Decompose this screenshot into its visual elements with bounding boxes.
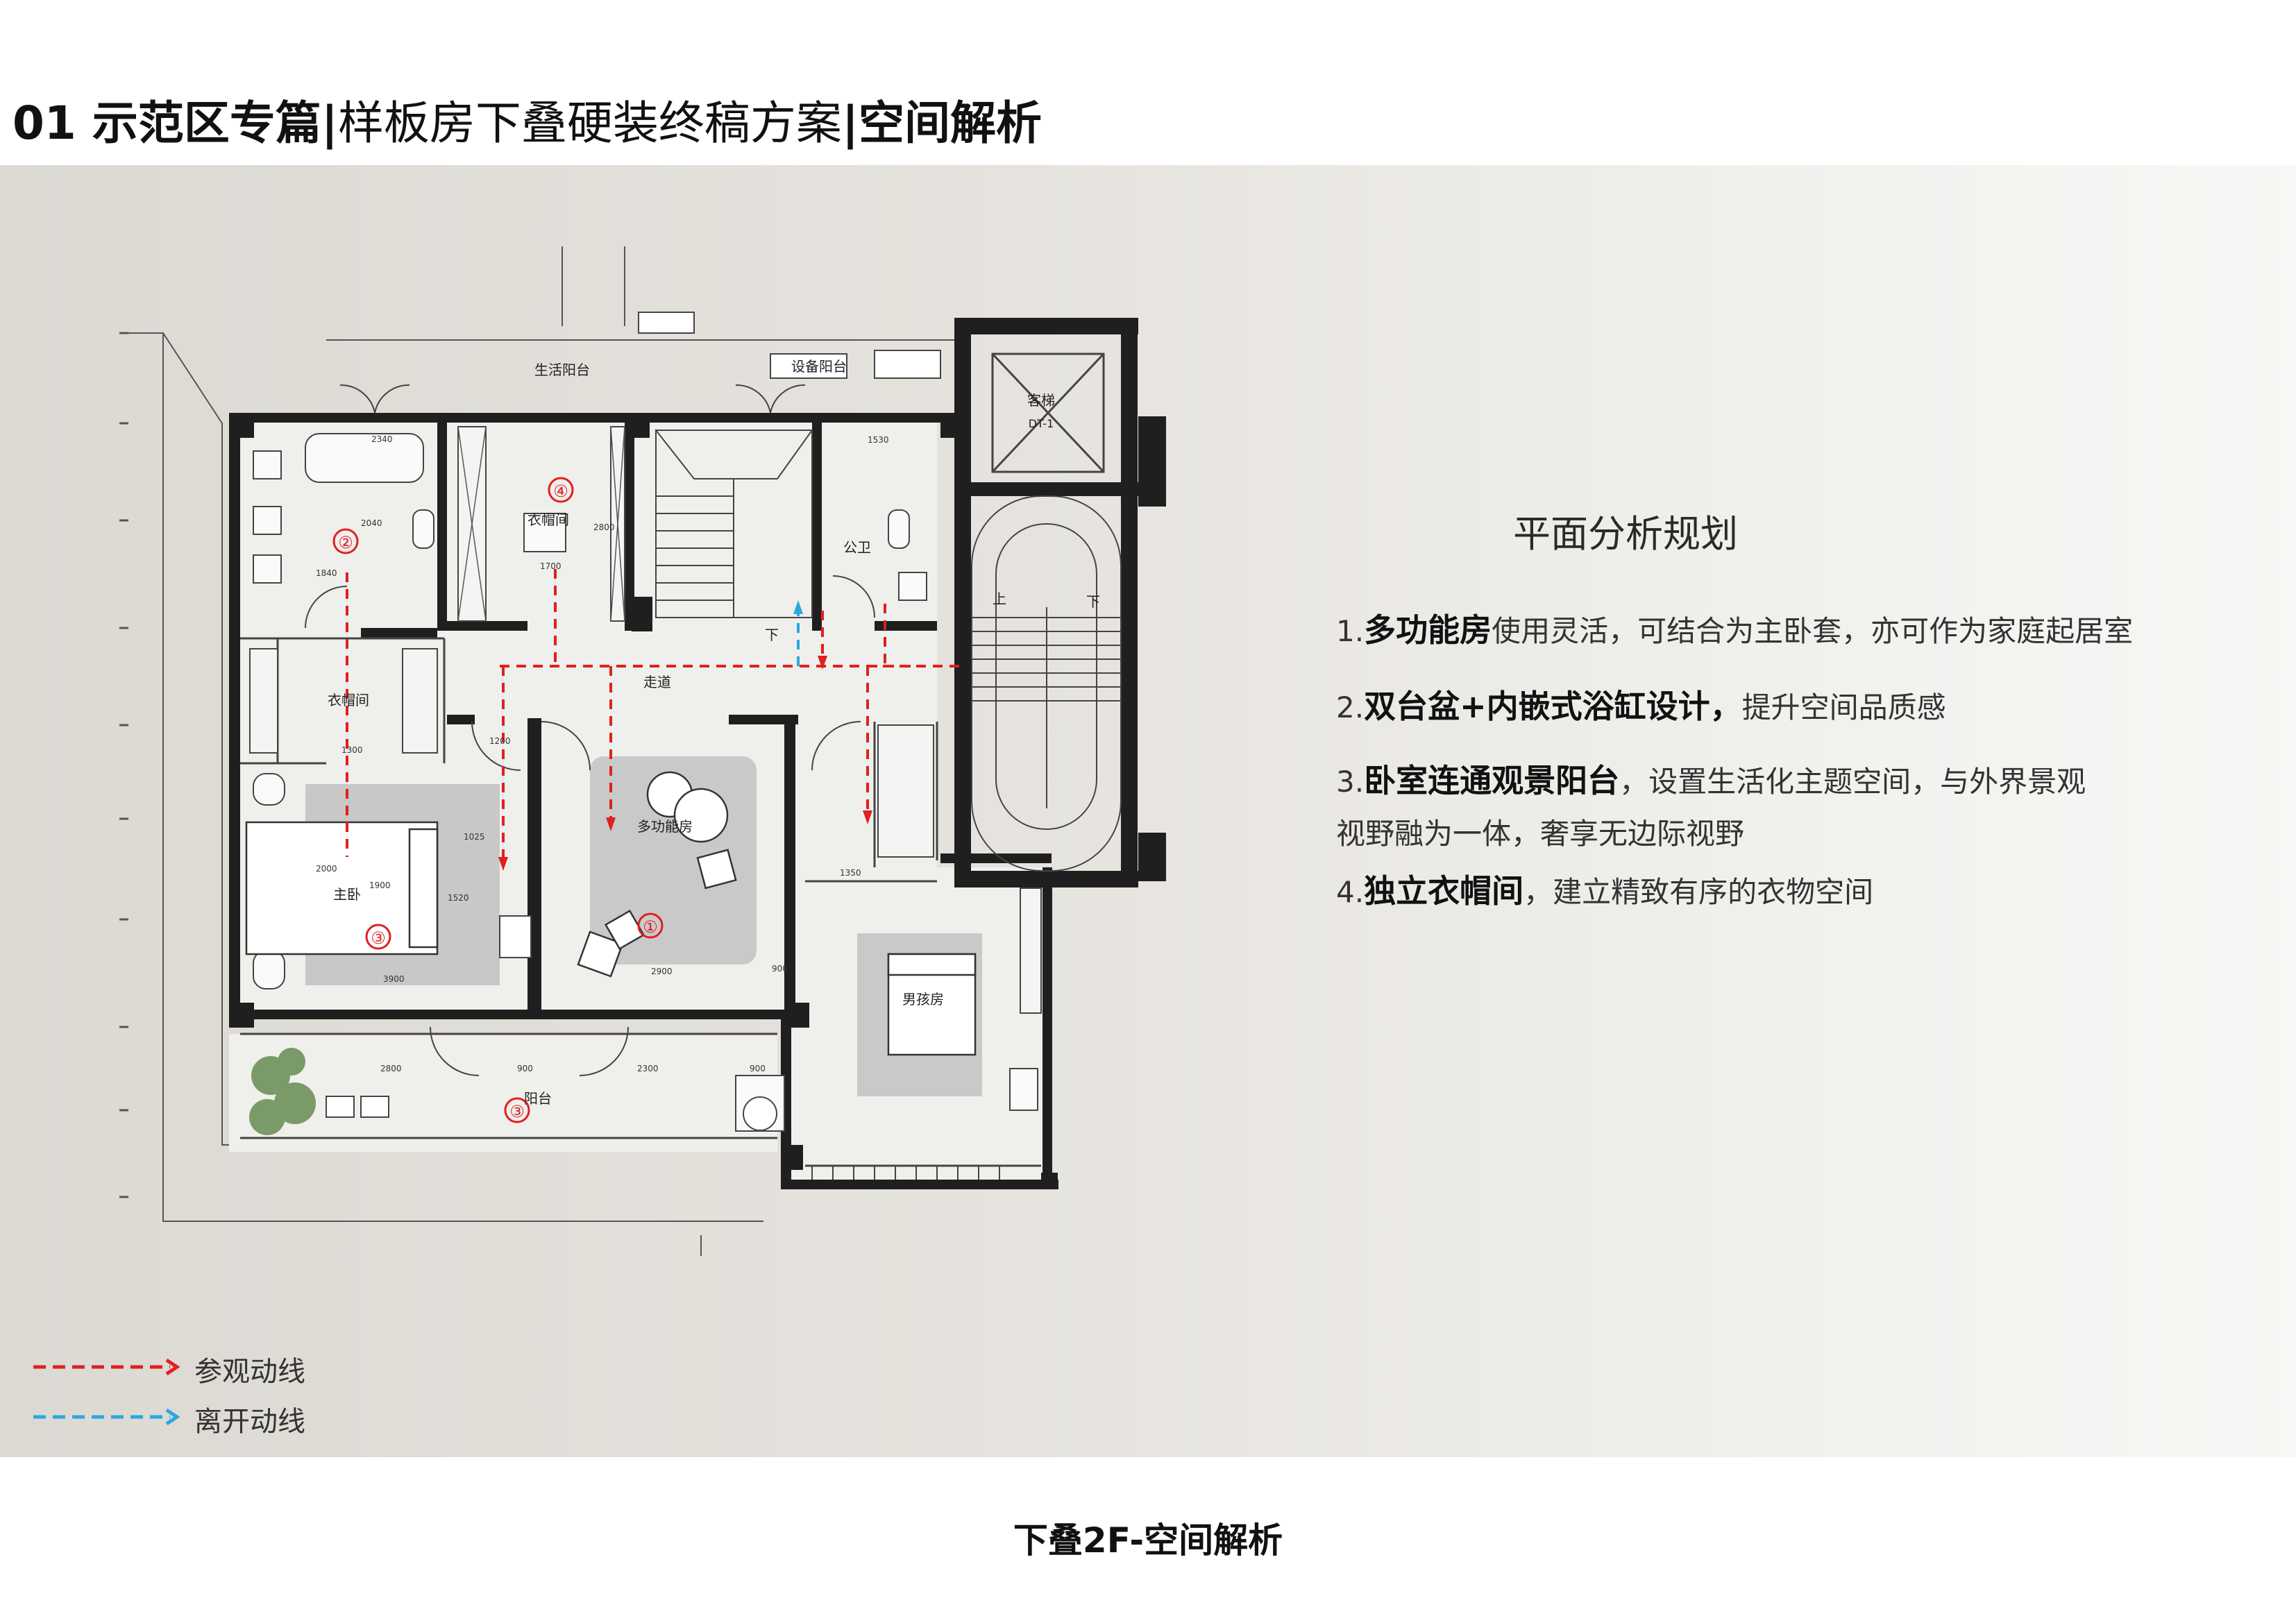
analysis-point: 2.双台盆+内嵌式浴缸设计，提升空间品质感	[1336, 686, 1946, 729]
dimension: 900	[750, 1064, 766, 1073]
dimension: 3900	[383, 974, 405, 984]
label-corridor: 走道	[643, 674, 671, 690]
dimension: 1520	[448, 893, 469, 903]
point-text: ，设置生活化主题空间，与外界景观	[1619, 765, 2086, 799]
label-public-wc: 公卫	[843, 539, 871, 556]
dimension: 2800	[380, 1064, 402, 1073]
marker-1: ①	[643, 917, 658, 937]
dimension: 1900	[369, 881, 391, 890]
page-title: 01 示范区专篇|样板房下叠硬装终稿方案|空间解析	[12, 89, 1042, 158]
marker-4: ④	[553, 482, 568, 501]
point-text: 视野融为一体，奢享无边际视野	[1336, 817, 1745, 851]
marker-3a: ③	[371, 928, 386, 948]
point-highlight: 独立衣帽间	[1364, 872, 1524, 910]
point-highlight: 双台盆+内嵌式浴缸设计，	[1364, 688, 1742, 725]
dimension: 2900	[651, 967, 673, 976]
label-cloakroom-top: 衣帽间	[527, 511, 569, 528]
dimension: 2300	[637, 1064, 659, 1073]
label-equipment-balcony: 设备阳台	[791, 358, 847, 375]
legend-tour-label: 参观动线	[194, 1356, 305, 1388]
label-stair-down: 下	[1086, 593, 1100, 610]
dimension: 1530	[868, 435, 889, 445]
title-section: 01 示范区专篇|	[12, 96, 338, 150]
analysis-point: 视野融为一体，奢享无边际视野	[1336, 813, 1744, 855]
point-number: 1.	[1336, 614, 1365, 648]
tour-arrow-icon	[33, 1358, 180, 1376]
marker-2: ②	[338, 533, 353, 552]
point-highlight: 卧室连通观景阳台	[1364, 762, 1620, 799]
dimension: 2340	[371, 434, 393, 444]
dimension: 1350	[840, 868, 861, 878]
dimension: 1200	[489, 736, 511, 746]
point-highlight: 多功能房	[1364, 611, 1492, 649]
analysis-point: 1.多功能房使用灵活，可结合为主卧套，亦可作为家庭起居室	[1336, 609, 2133, 652]
point-number: 3.	[1336, 765, 1365, 799]
floor-plan: ② ④ ③ ① ③ 生活阳台 设备阳台 客梯 DT-1 衣帽间 公卫 主卫 走道…	[119, 246, 1166, 1256]
legend-exit-label: 离开动线	[194, 1406, 305, 1438]
label-balcony: 阳台	[524, 1090, 552, 1107]
analysis-heading: 平面分析规划	[1513, 512, 1738, 556]
label-stair-up: 上	[993, 590, 1006, 607]
label-boy-room: 男孩房	[902, 991, 944, 1008]
dimension: 2040	[361, 518, 382, 528]
dimension: 2800	[593, 522, 615, 532]
dimension: 1300	[341, 745, 363, 755]
label-cloakroom-left: 衣帽间	[328, 692, 369, 708]
point-number: 2.	[1336, 690, 1365, 724]
label-elevator-code: DT-1	[1029, 417, 1054, 430]
label-multi-room: 多功能房	[637, 818, 693, 835]
marker-3b: ③	[509, 1102, 525, 1121]
label-master-bedroom: 主卧	[333, 886, 361, 903]
dimension: 900	[517, 1064, 533, 1073]
point-text: 使用灵活，可结合为主卧套，亦可作为家庭起居室	[1492, 614, 2134, 648]
label-living-balcony: 生活阳台	[534, 362, 590, 378]
dimension: 1840	[316, 568, 337, 578]
exit-arrow-icon	[33, 1408, 180, 1426]
title-subject: 样板房下叠硬装终稿方案	[337, 96, 842, 150]
page-caption: 下叠2F-空间解析	[1013, 1520, 1283, 1561]
point-number: 4.	[1336, 875, 1365, 909]
analysis-point: 4.独立衣帽间，建立精致有序的衣物空间	[1336, 870, 1873, 913]
label-elevator: 客梯	[1027, 392, 1055, 409]
dimension: 1025	[464, 832, 485, 842]
point-text: 提升空间品质感	[1741, 690, 1946, 724]
title-topic: |空间解析	[841, 96, 1043, 150]
dimension: 900	[772, 964, 788, 974]
dimension: 1700	[540, 561, 562, 571]
label-down-mark: 下	[765, 627, 779, 643]
dimension: 2000	[316, 864, 337, 874]
point-text: ，建立精致有序的衣物空间	[1523, 875, 1874, 909]
analysis-point: 3.卧室连通观景阳台，设置生活化主题空间，与外界景观	[1336, 760, 2086, 803]
